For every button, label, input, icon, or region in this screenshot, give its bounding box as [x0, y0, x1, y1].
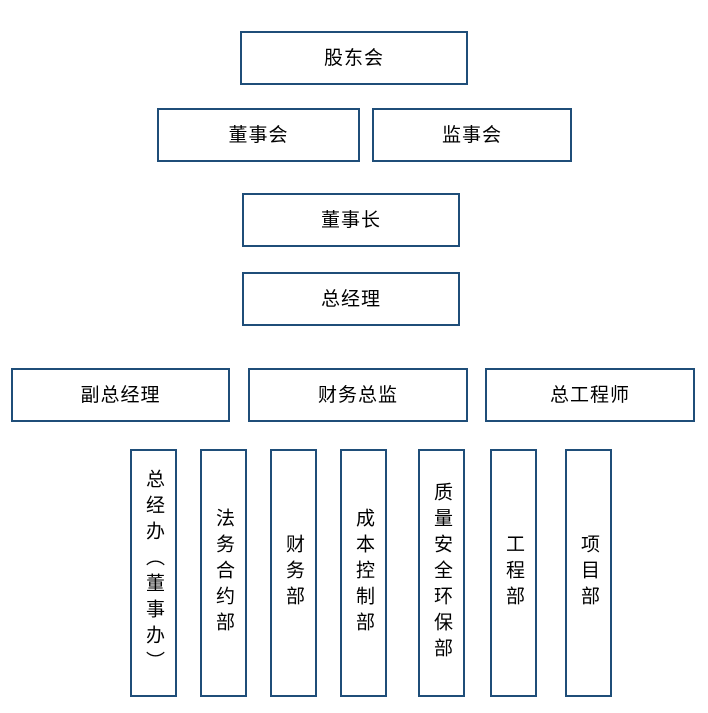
- org-node-deputy-general-manager: 副总经理: [11, 368, 230, 422]
- org-node-engineering-department: 工程部: [490, 449, 537, 697]
- org-node-shareholders-meeting: 股东会: [240, 31, 468, 85]
- org-node-chief-financial-officer: 财务总监: [248, 368, 468, 422]
- org-node-legal-and-contract-department: 法务合约部: [200, 449, 247, 697]
- org-node-label: 监事会: [441, 123, 502, 146]
- org-node-label: 财务总监: [317, 383, 398, 406]
- org-node-label: 财务部: [283, 534, 305, 612]
- org-node-chairman: 董事长: [242, 193, 460, 247]
- org-node-chief-engineer: 总工程师: [485, 368, 695, 422]
- org-node-board-of-supervisors: 监事会: [372, 108, 572, 162]
- org-node-label: 工程部: [503, 534, 525, 612]
- org-node-label: 质量安全环保部: [431, 482, 453, 664]
- org-node-label: 法务合约部: [213, 508, 235, 638]
- org-node-project-department: 项目部: [565, 449, 612, 697]
- org-node-label: 董事会: [228, 123, 289, 146]
- org-node-general-manager: 总经理: [242, 272, 460, 326]
- org-node-quality-safety-environment-department: 质量安全环保部: [418, 449, 465, 697]
- org-node-finance-department: 财务部: [270, 449, 317, 697]
- org-node-label: 成本控制部: [353, 508, 375, 638]
- org-node-general-managers-office: 总经办（董事办）: [130, 449, 177, 697]
- org-node-label: 总经理: [320, 287, 381, 310]
- org-node-label: 副总经理: [80, 383, 161, 406]
- org-node-label: 股东会: [323, 46, 384, 69]
- org-node-label: 董事长: [320, 208, 381, 231]
- org-node-cost-control-department: 成本控制部: [340, 449, 387, 697]
- org-node-label: 总经办（董事办）: [143, 469, 165, 677]
- org-node-label: 项目部: [578, 534, 600, 612]
- org-node-board-of-directors: 董事会: [157, 108, 360, 162]
- org-node-label: 总工程师: [549, 383, 630, 406]
